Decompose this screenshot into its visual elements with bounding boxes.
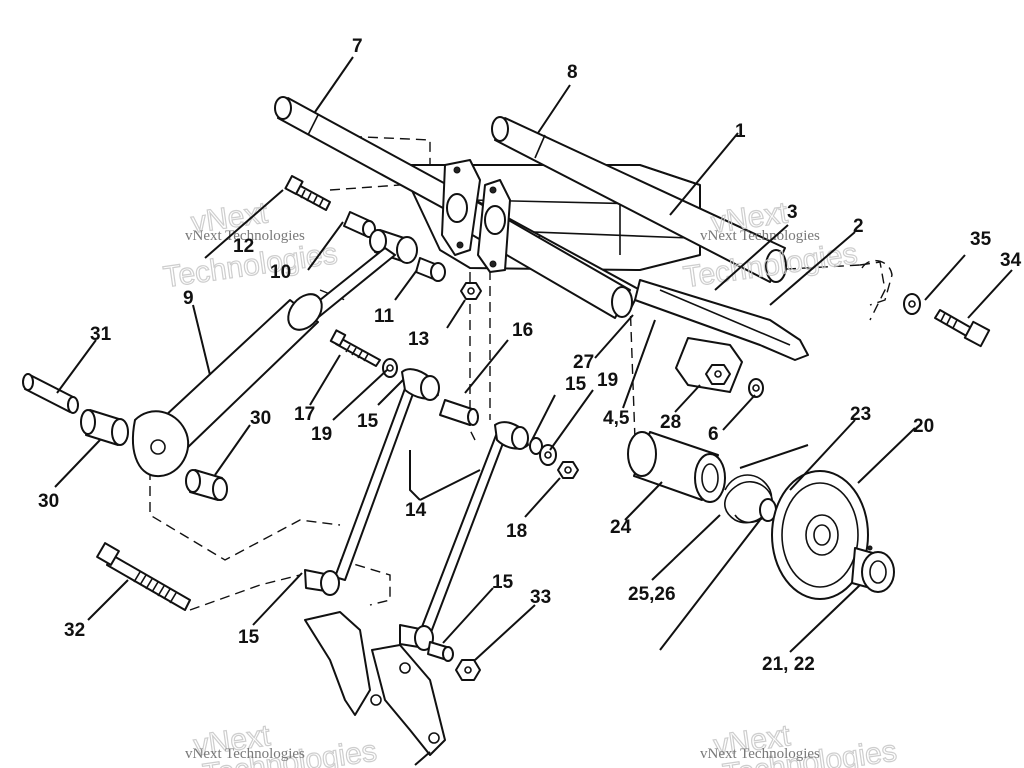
callout-21-22: 21, 22: [762, 654, 815, 675]
link-arm-part-14-right: [419, 421, 529, 636]
callout-6: 6: [708, 424, 719, 445]
pivot-tube-assembly: [441, 159, 633, 319]
washer-part-15-mid: [529, 437, 543, 455]
callout-19-right: 19: [597, 370, 618, 391]
callout-30-left: 30: [38, 491, 59, 512]
callout-14: 14: [405, 500, 427, 521]
bolt-part-17: [329, 329, 381, 367]
callout-27: 27: [573, 352, 594, 373]
callout-18: 18: [506, 521, 527, 542]
bolt-part-12: [284, 175, 331, 211]
callout-8: 8: [567, 62, 578, 83]
bolt-part-32: [96, 542, 191, 611]
callout-1: 1: [735, 121, 746, 142]
cross-shaft-part-8: [491, 116, 787, 283]
callout-labels: 7 8 1 3 2 35 34 12 10 11 13 9 31 30 30 1…: [38, 36, 1022, 675]
callout-12: 12: [233, 236, 254, 257]
callout-20: 20: [913, 416, 934, 437]
callout-15-lower-right: 15: [492, 572, 514, 593]
callout-32: 32: [64, 620, 85, 641]
spring-part-23: [659, 444, 809, 651]
callout-24: 24: [610, 517, 632, 538]
callout-31: 31: [90, 324, 112, 345]
nut-part-18: [557, 461, 579, 479]
washer-part-19-upper: [382, 358, 398, 378]
callout-30-right: 30: [250, 408, 271, 429]
washer-part-35: [903, 293, 921, 315]
link-arm-part-14-left: [334, 368, 440, 581]
bushing-part-30-right: [185, 469, 228, 501]
callout-19-left: 19: [311, 424, 332, 445]
callout-10: 10: [270, 262, 291, 283]
nut-part-33: [455, 659, 481, 681]
callout-9: 9: [183, 288, 194, 309]
bushing-part-15-lower-right: [399, 624, 454, 662]
watermark-line: vNext Technologies: [700, 746, 820, 762]
roller-part-24: [627, 431, 726, 503]
callout-16: 16: [512, 320, 533, 341]
spacer-part-16: [439, 399, 479, 426]
callout-15-lower-left: 15: [238, 627, 260, 648]
callout-15-upper: 15: [357, 411, 379, 432]
axle-mount-reference: [861, 259, 893, 306]
callout-17: 17: [294, 404, 315, 425]
bushing-part-30-left: [80, 409, 129, 446]
callout-28: 28: [660, 412, 681, 433]
bushing-part-15-lower-left: [304, 569, 340, 596]
washer-part-19-mid: [539, 444, 557, 466]
sleeve-part-10: [343, 211, 376, 238]
callout-35: 35: [970, 229, 992, 250]
watermark-line: vNext Technologies: [185, 746, 305, 762]
watermark-line: vNext Technologies: [185, 228, 305, 244]
callout-15-mid: 15: [565, 374, 587, 395]
watermarks: vNext Technologies vNext Technologies vN…: [161, 196, 900, 768]
wheel-part-20: [771, 470, 869, 600]
collar-part-21-22: [851, 545, 895, 593]
callout-2: 2: [853, 216, 864, 237]
callout-25-26: 25,26: [628, 584, 676, 605]
watermark-line: vNext Technologies: [700, 228, 820, 244]
lower-bracket: [304, 611, 446, 756]
nut-part-13: [460, 282, 482, 300]
callout-7: 7: [352, 36, 363, 57]
washer-part-6: [748, 378, 764, 398]
pin-part-31: [22, 373, 79, 414]
spring-arm-part-2: [634, 279, 809, 361]
bushing-part-11: [369, 229, 446, 282]
bracket-part-28: [675, 337, 743, 393]
callout-33: 33: [530, 587, 551, 608]
callout-23: 23: [850, 404, 871, 425]
shock-absorber-part-9: [131, 247, 396, 478]
callout-11: 11: [374, 306, 395, 327]
leader-lines: [54, 56, 1013, 766]
callout-34: 34: [1000, 250, 1022, 271]
callout-4-5: 4,5: [603, 408, 630, 429]
callout-13: 13: [408, 329, 429, 350]
callout-3: 3: [787, 202, 798, 223]
bolt-part-34: [934, 309, 991, 348]
